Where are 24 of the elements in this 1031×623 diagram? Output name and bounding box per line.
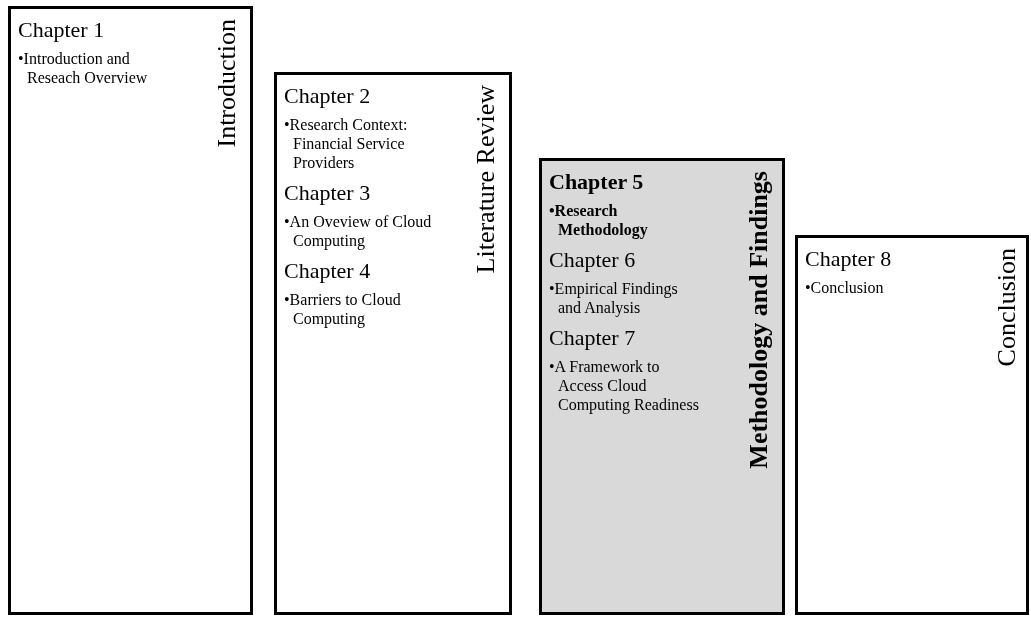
bullet-item: •An Oveview of Cloud Computing xyxy=(284,212,433,250)
chapter-heading: Chapter 2 xyxy=(284,83,372,109)
bullet-item: •Barriers to Cloud Computing xyxy=(284,290,402,328)
chapter-panel xyxy=(795,235,1029,615)
bullet-item: •Research Context: Financial Service Providers xyxy=(284,115,409,172)
chapter-panel xyxy=(274,72,512,615)
section-title: Conclusion xyxy=(992,248,1022,367)
chapter-heading: Chapter 5 xyxy=(549,169,645,195)
bullet-item: •Introduction and Reseach Overview xyxy=(18,49,149,87)
chapter-heading: Chapter 1 xyxy=(18,17,106,43)
bullet-item: •Research Methodology xyxy=(549,201,649,239)
section-title: Methodology and Findings xyxy=(744,171,774,469)
bullet-item: •Empirical Findings and Analysis xyxy=(549,279,679,317)
section-title: Literature Review xyxy=(471,85,501,274)
chapter-heading: Chapter 7 xyxy=(549,325,637,351)
section-title: Introduction xyxy=(212,19,242,148)
bullet-item: •Conclusion xyxy=(805,278,885,297)
chapter-heading: Chapter 3 xyxy=(284,180,372,206)
chapter-heading: Chapter 8 xyxy=(805,246,893,272)
bullet-item: •A Framework to Access Cloud Computing Readiness xyxy=(549,357,699,414)
chapter-heading: Chapter 6 xyxy=(549,247,637,273)
chapter-heading: Chapter 4 xyxy=(284,258,372,284)
chapter-panel xyxy=(8,6,253,615)
chapter-panel xyxy=(539,158,785,615)
